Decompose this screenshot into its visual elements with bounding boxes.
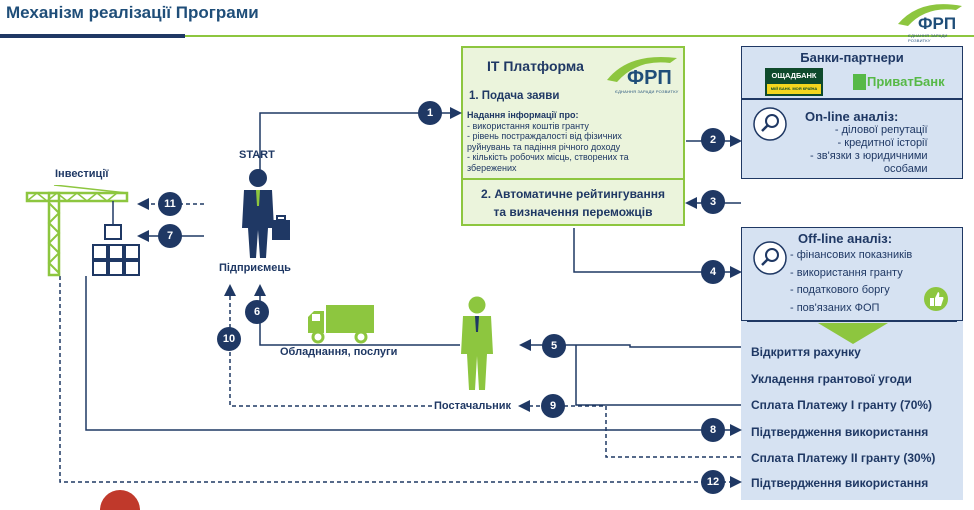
offline-item: - податкового боргу	[790, 284, 890, 296]
header-rule-green	[185, 35, 974, 37]
frp-logo: ФРП ЄДНАННЯ ЗАРАДИ РОЗВИТКУ	[890, 0, 970, 43]
chevron-down-icon	[747, 320, 957, 344]
offline-item: - фінансових показників	[790, 249, 913, 261]
it-platform-box	[461, 46, 685, 226]
magnifier-icon	[752, 240, 788, 276]
online-item: особами	[883, 163, 928, 175]
it-step2-line: 2. Автоматичне рейтингування	[481, 187, 665, 201]
it-step2-line: та визначення переможців	[493, 205, 653, 219]
oschadbank-tagline: МІЙ БАНК. МОЯ КРАЇНА	[770, 86, 818, 91]
entrepreneur-label: Підприємець	[219, 262, 291, 274]
it-logo-tagline: ЄДНАННЯ ЗАРАДИ РОЗВИТКУ	[615, 89, 679, 94]
it-info-item: - кількість робочих місць, створених та	[467, 152, 629, 163]
frp-logo-swoosh-icon	[898, 4, 962, 26]
it-platform-title: ІТ Платформа	[487, 58, 584, 74]
page-title: Механізм реалізації Програми	[6, 3, 259, 22]
it-platform-logo: ФРП ЄДНАННЯ ЗАРАДИ РОЗВИТКУ	[601, 50, 685, 95]
online-item: - зв'язки з юридичними	[810, 150, 928, 162]
step-badge-5: 5	[542, 334, 566, 358]
step-badge-10: 10	[217, 327, 241, 351]
step-grant-agreement: Укладення грантової угоди	[751, 372, 912, 386]
offline-item: - пов'язаних ФОП	[790, 301, 880, 314]
it-divider	[461, 178, 685, 180]
banks-title: Банки-партнери	[800, 50, 904, 65]
step-badge-6: 6	[245, 300, 269, 324]
offline-item: - використання гранту	[790, 266, 903, 279]
step-badge-11: 11	[158, 192, 182, 216]
online-items: - ділової репутації - кредитної історії …	[810, 124, 928, 176]
it-info-item: збережених	[467, 162, 517, 173]
investments-label: Інвестиції	[55, 168, 109, 180]
online-item: - ділової репутації	[834, 124, 928, 136]
step-badge-12: 12	[701, 470, 725, 494]
step-badge-4: 4	[701, 260, 725, 284]
it-info-item: - рівень постраждалості від фізичних	[467, 131, 622, 142]
step-badge-2: 2	[701, 128, 725, 152]
online-item: - кредитної історії	[837, 137, 928, 149]
supplier-person-icon	[461, 296, 493, 390]
logo-tagline: ЄДНАННЯ ЗАРАДИ РОЗВИТКУ	[908, 33, 948, 43]
step-payment-1: Сплата Платежу І гранту (70%)	[751, 398, 933, 412]
online-title: On-line аналіз:	[805, 109, 899, 124]
step-payment-2: Сплата Платежу ІІ гранту (30%)	[751, 451, 936, 465]
step-confirm-use-1: Підтвердження використання	[751, 425, 929, 439]
it-info-item: руйнувань та падіння річного доходу	[467, 141, 621, 152]
it-info-item: - використання коштів гранту	[467, 121, 589, 131]
it-info-heading: Надання інформації про:	[467, 110, 579, 120]
thumbs-up-icon	[923, 286, 949, 312]
step-open-account: Відкриття рахунку	[751, 345, 861, 359]
steps-box	[741, 321, 963, 500]
step-confirm-use-2: Підтвердження використання	[751, 476, 929, 490]
step-badge-9: 9	[541, 394, 565, 418]
logo-text: ФРП	[918, 14, 957, 33]
start-label: START	[239, 149, 275, 161]
privatbank-name: ПриватБанк	[867, 74, 945, 89]
offline-items: - фінансових показників - використання г…	[790, 247, 912, 317]
step-badge-1: 1	[418, 101, 442, 125]
magnifier-icon	[752, 106, 788, 142]
supplier-label: Постачальник	[434, 400, 511, 412]
frp-logo-swoosh-icon	[607, 56, 677, 82]
it-logo-text: ФРП	[627, 67, 672, 89]
it-step1: 1. Подача заяви	[469, 90, 560, 102]
step-badge-7: 7	[158, 224, 182, 248]
equipment-label: Обладнання, послуги	[280, 346, 398, 358]
it-info-list: - використання коштів гранту - рівень по…	[467, 121, 685, 173]
step-badge-3: 3	[701, 190, 725, 214]
it-step2: 2. Автоматичне рейтингування та визначен…	[463, 185, 683, 221]
privatbank-logo: ПриватБанк	[853, 72, 955, 92]
step-badge-8: 8	[701, 418, 725, 442]
offline-title: Off-line аналіз:	[798, 231, 893, 246]
oschadbank-name: ОЩАДБАНК	[771, 71, 817, 80]
header-rule-blue	[0, 34, 185, 38]
businessman-icon	[242, 169, 290, 258]
crane-icon	[25, 185, 140, 277]
truck-icon	[308, 305, 374, 344]
privatbank-mark-icon	[853, 74, 866, 90]
oschadbank-logo: ОЩАДБАНК МІЙ БАНК. МОЯ КРАЇНА	[765, 68, 823, 96]
